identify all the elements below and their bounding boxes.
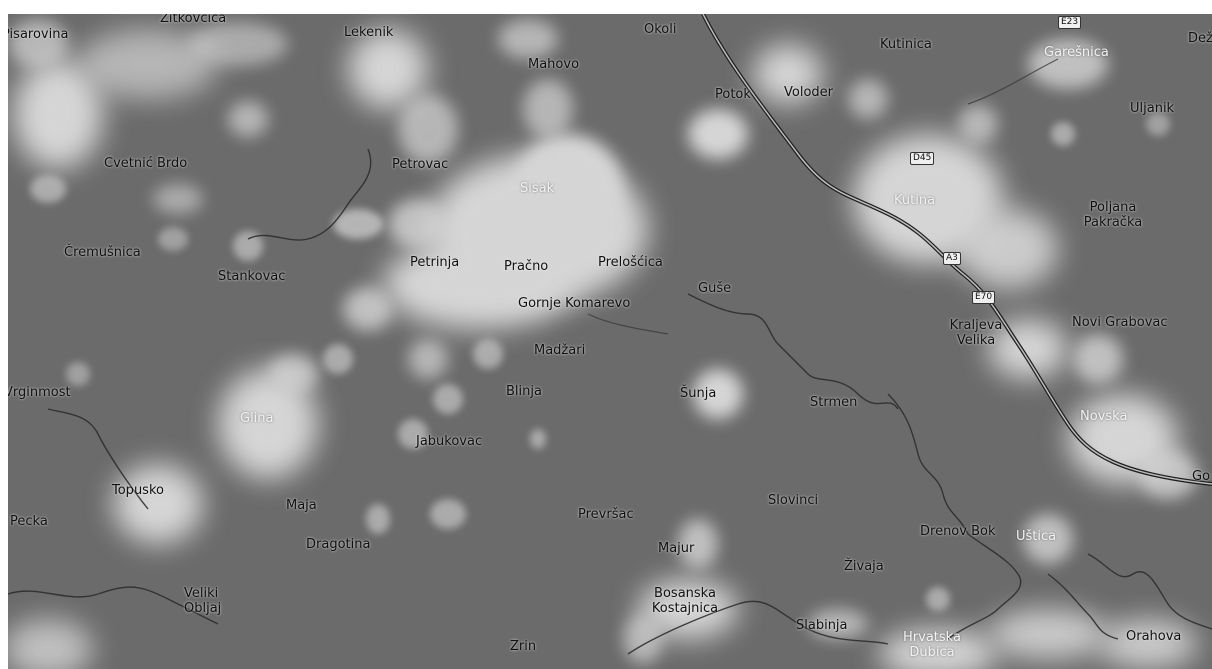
place-label-sisak[interactable]: Sisak — [520, 181, 555, 196]
place-label-novi-grabovac[interactable]: Novi Grabovac — [1072, 315, 1168, 330]
density-layer — [8, 19, 1198, 669]
place-label-kutinica[interactable]: Kutinica — [880, 37, 932, 52]
road-shield-a3: A3 — [943, 252, 961, 265]
place-label-voloder[interactable]: Voloder — [784, 85, 833, 100]
place-label-lekenik[interactable]: Lekenik — [344, 25, 394, 40]
place-label-uljanik[interactable]: Uljanik — [1130, 101, 1175, 116]
place-label-okoli[interactable]: Okoli — [644, 22, 677, 37]
place-label-topusko[interactable]: Topusko — [112, 483, 164, 498]
place-label-stankovac[interactable]: Stankovac — [218, 269, 286, 284]
place-label-mahovo[interactable]: Mahovo — [528, 57, 580, 72]
place-label-strmen[interactable]: Strmen — [810, 395, 858, 410]
place-label-novska[interactable]: Novska — [1080, 409, 1128, 424]
place-label-pecka[interactable]: Pecka — [10, 514, 48, 529]
place-label-prevrsac[interactable]: Prevršac — [578, 507, 634, 522]
place-label-hrvatska-dubica[interactable]: Hrvatska Dubica — [903, 630, 961, 660]
place-label-ustica[interactable]: Uštica — [1016, 529, 1057, 544]
place-label-slovinci[interactable]: Slovinci — [768, 493, 819, 508]
place-label-dez[interactable]: Dež — [1188, 31, 1212, 46]
place-label-zivaja[interactable]: Živaja — [844, 559, 884, 574]
place-label-gornje-komarevo[interactable]: Gornje Komarevo — [518, 296, 631, 311]
place-label-bosanska-kostajnica[interactable]: Bosanska Kostajnica — [651, 586, 719, 616]
place-label-slabinja[interactable]: Slabinja — [796, 618, 848, 633]
river-lines — [8, 148, 1212, 655]
place-label-pisarovina[interactable]: Pisarovina — [8, 27, 69, 42]
place-label-orahova[interactable]: Orahova — [1126, 629, 1182, 644]
place-label-dragotina[interactable]: Dragotina — [306, 537, 371, 552]
map-view[interactable]: E23 D45 A3 E70 Pisarovina Zitkovčica Lek… — [8, 14, 1212, 669]
place-label-pracno[interactable]: Pračno — [504, 259, 549, 274]
place-label-go[interactable]: Go — [1192, 469, 1211, 484]
place-label-kraljeva-velika[interactable]: Kraljeva Velika — [949, 318, 1003, 348]
place-label-veliki-obljaj[interactable]: Veliki Obljaj — [184, 586, 222, 616]
place-label-jabukovac[interactable]: Jabukovac — [416, 434, 483, 449]
place-label-zrin[interactable]: Zrin — [510, 639, 537, 654]
road-lines — [587, 58, 1059, 335]
place-label-kutina[interactable]: Kutina — [894, 193, 936, 208]
place-label-cremusnica[interactable]: Čremušnica — [64, 245, 141, 260]
place-label-petrovac[interactable]: Petrovac — [392, 157, 449, 172]
place-label-sunja[interactable]: Šunja — [680, 386, 717, 401]
place-label-blinja[interactable]: Blinja — [506, 384, 542, 399]
place-label-vrginmost[interactable]: Vrginmost — [8, 385, 71, 400]
road-shield-e70: E70 — [972, 291, 996, 304]
place-label-cvetnic-brdo[interactable]: Cvetnić Brdo — [104, 156, 188, 171]
map-canvas[interactable] — [8, 14, 1212, 669]
place-label-zitkovcica[interactable]: Zitkovčica — [160, 14, 227, 26]
place-label-majur[interactable]: Majur — [658, 541, 695, 556]
highway-a3 — [701, 14, 1212, 486]
road-shield-e23: E23 — [1058, 16, 1082, 29]
place-label-guse[interactable]: Guše — [698, 281, 732, 296]
place-label-madzari[interactable]: Madžari — [534, 343, 586, 358]
place-label-poljana-pakracka[interactable]: Poljana Pakračka — [1083, 200, 1143, 230]
place-label-glina[interactable]: Glina — [240, 411, 274, 426]
place-label-petrinja[interactable]: Petrinja — [410, 255, 460, 270]
place-label-maja[interactable]: Maja — [286, 498, 317, 513]
place-label-potok[interactable]: Potok — [715, 87, 751, 102]
place-label-preloscica[interactable]: Prelošćica — [598, 255, 663, 270]
place-label-drenov-bok[interactable]: Drenov Bok — [920, 524, 996, 539]
place-label-garesnica[interactable]: Garešnica — [1044, 45, 1109, 60]
road-shield-d45: D45 — [910, 152, 935, 165]
